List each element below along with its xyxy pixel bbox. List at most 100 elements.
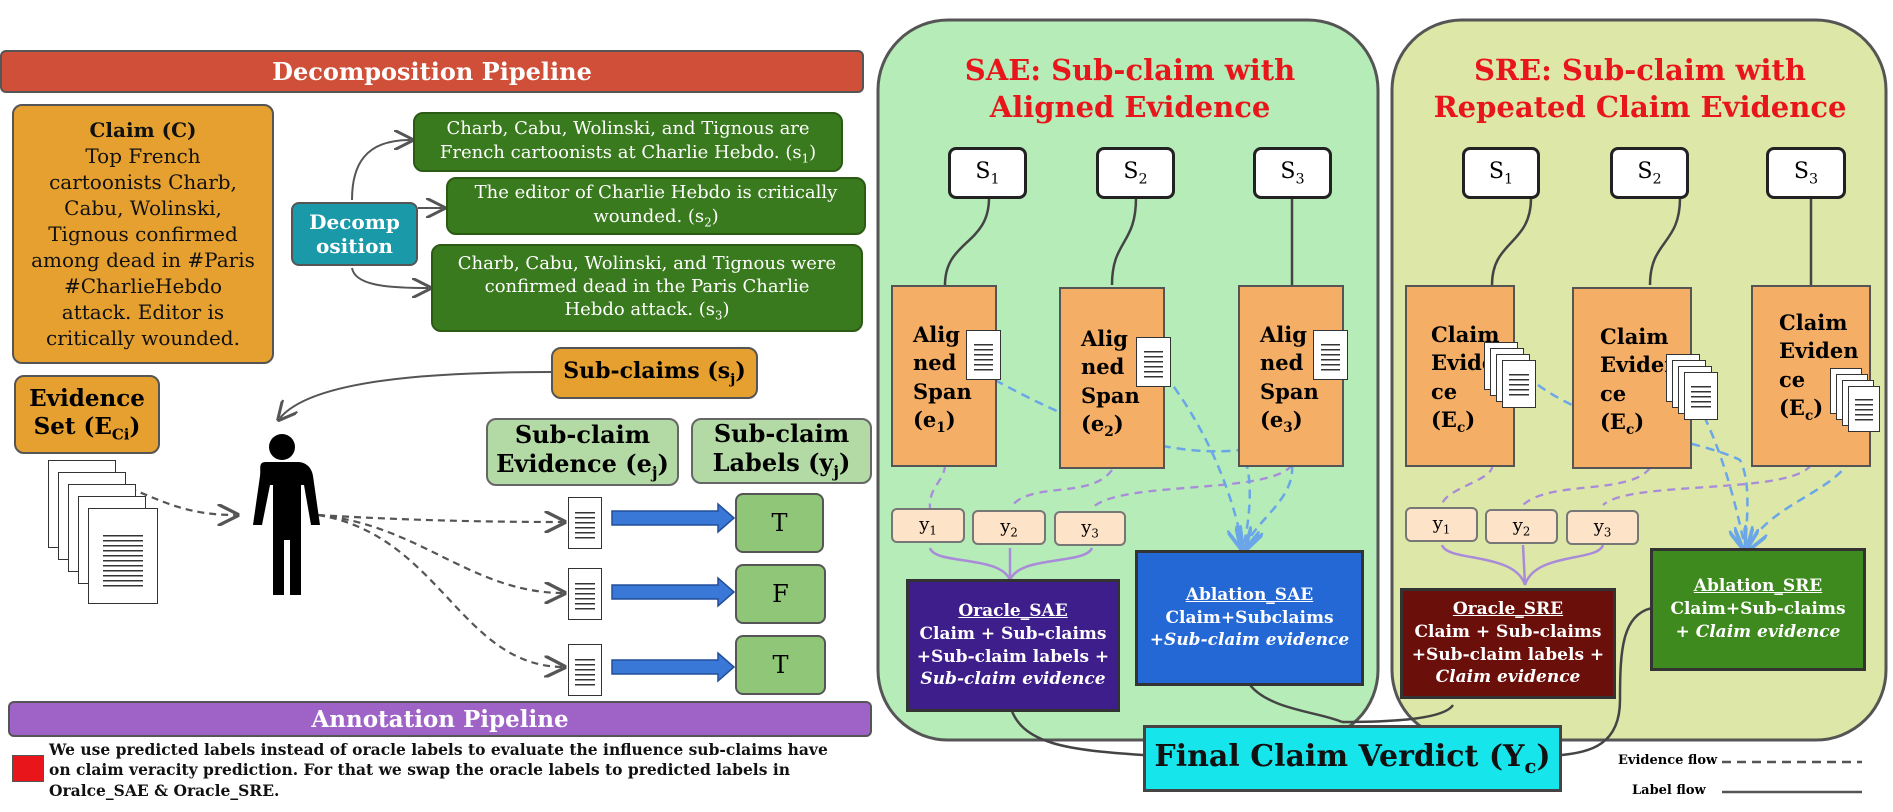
decomposition-box: Decomp osition: [291, 202, 418, 266]
sae-y3-sub: 3: [1091, 526, 1099, 541]
oracle-sae-box: Oracle_SAE Claim + Sub-claims +Sub-claim…: [906, 579, 1120, 712]
legend-label-flow: Label flow: [1632, 783, 1706, 798]
label-1-value: T: [771, 509, 788, 537]
oracle-sae-italic: Sub-claim evidence: [920, 669, 1106, 690]
sae-y1-box: y1: [891, 508, 965, 543]
decomposition-banner-text: Decomposition Pipeline: [272, 57, 592, 86]
subclaim-evidence-box: Sub-claim Evidence (ej): [486, 418, 679, 486]
oracle-sae-line2: +Sub-claim labels +: [916, 646, 1110, 667]
sre-y2-box: y2: [1485, 509, 1558, 544]
sre-s1-label: S: [1488, 158, 1504, 184]
oracle-sre-line2: +Sub-claim labels +: [1411, 644, 1605, 665]
subclaims-label: Sub-claims (s: [563, 358, 731, 385]
final-verdict-close: ): [1536, 739, 1551, 774]
note-red-marker: [12, 755, 44, 782]
sre-span-3-sub: c: [1804, 408, 1814, 425]
document-icon: [568, 497, 602, 549]
sre-doc-stack-2: [1666, 354, 1718, 426]
claim-title: Claim (C): [89, 118, 197, 142]
oracle-sre-title: Oracle_SRE: [1452, 598, 1564, 619]
claim-box: Claim (C) Top French cartoonists Charb, …: [12, 104, 274, 364]
sre-s3-sub: 3: [1808, 171, 1819, 188]
annotation-banner-text: Annotation Pipeline: [311, 705, 569, 733]
legend-evidence-flow: Evidence flow: [1618, 753, 1717, 768]
subclaim-1-text: Charb, Cabu, Wolinski, and Tignous are F…: [439, 118, 810, 163]
ablation-sre-title: Ablation_SRE: [1693, 576, 1823, 597]
sae-s3-label: S: [1280, 158, 1296, 184]
footnote: We use predicted labels instead of oracl…: [49, 740, 829, 801]
sre-s1-sub: 1: [1503, 171, 1514, 188]
sae-s2-label: S: [1123, 158, 1139, 184]
document-icon: [1502, 360, 1536, 408]
sae-title-line1: SAE: Sub-claim with: [964, 53, 1296, 87]
document-icon: [1313, 330, 1348, 380]
sae-s1-box: S1: [948, 147, 1027, 199]
document-icon: [1136, 337, 1171, 387]
ablation-sae-title: Ablation_SAE: [1185, 584, 1314, 605]
sre-y2-label: y: [1512, 514, 1523, 536]
subclaim-3-sub: 3: [715, 309, 723, 324]
subclaim-evidence-close: ): [657, 449, 669, 479]
sre-span-3-text: Claim Eviden ce (E: [1779, 310, 1859, 421]
sre-s2-sub: 2: [1652, 171, 1662, 188]
final-verdict-sub: c: [1524, 755, 1537, 778]
sae-s2-box: S2: [1096, 147, 1175, 199]
sre-title: SRE: Sub-claim with Repeated Claim Evide…: [1400, 52, 1880, 126]
subclaim-1-sub: 1: [801, 151, 810, 166]
sae-y3-box: y3: [1054, 511, 1126, 546]
subclaim-1-close: ): [809, 141, 817, 163]
final-verdict-label: Final Claim Verdict (Y: [1154, 739, 1525, 774]
decomposition-label: Decomp osition: [309, 210, 400, 258]
subclaims-label-sub: j: [730, 371, 736, 388]
sae-span-1-sub: 1: [936, 420, 946, 437]
legend-evidence-flow-text: Evidence flow: [1618, 753, 1718, 768]
sae-s3-sub: 3: [1295, 171, 1305, 188]
footnote-text: We use predicted labels instead of oracl…: [49, 740, 828, 800]
subclaim-labels-label: Sub-claim Labels (y: [712, 419, 850, 478]
sre-s2-box: S2: [1610, 147, 1689, 199]
document-icon: [1684, 372, 1718, 420]
sae-span-1-text: Alig ned Span (e: [913, 322, 972, 433]
sre-s3-box: S3: [1766, 147, 1846, 199]
legend-label-flow-text: Label flow: [1632, 783, 1706, 798]
label-box-3: T: [735, 635, 826, 695]
sae-y3-label: y: [1081, 516, 1092, 538]
subclaim-2-sub: 2: [704, 215, 712, 230]
ablation-sre-line: Claim+Sub-claims: [1670, 599, 1846, 620]
label-2-value: F: [772, 580, 789, 608]
sae-y1-sub: 1: [929, 523, 937, 538]
sre-doc-stack-3: [1830, 368, 1882, 440]
annotation-pipeline-banner: Annotation Pipeline: [8, 701, 872, 737]
sre-y2-sub: 2: [1522, 524, 1531, 539]
sae-y2-label: y: [1000, 515, 1011, 537]
document-icon: [568, 644, 602, 696]
evidence-set-box: Evidence Set (ECi): [14, 375, 160, 454]
subclaim-2-close: ): [711, 205, 719, 227]
sre-y1-label: y: [1432, 512, 1443, 534]
subclaim-box-1: Charb, Cabu, Wolinski, and Tignous are F…: [413, 112, 843, 172]
evidence-set-label: Evidence Set (E: [29, 384, 145, 440]
subclaim-labels-close: ): [839, 448, 851, 478]
sre-span-2-sub: c: [1625, 422, 1635, 439]
sae-s1-sub: 1: [990, 171, 1000, 188]
subclaim-labels-box: Sub-claim Labels (yj): [691, 418, 872, 484]
sre-doc-stack-1: [1484, 342, 1536, 414]
sae-s3-box: S3: [1253, 147, 1332, 199]
subclaim-3-close: ): [722, 299, 730, 321]
evidence-set-sub: Ci: [111, 425, 130, 444]
sae-s1-label: S: [975, 158, 991, 184]
subclaim-2-text: The editor of Charlie Hebdo is criticall…: [474, 182, 838, 227]
label-box-2: F: [735, 564, 826, 624]
ablation-sae-line: Claim+Subclaims: [1165, 607, 1334, 628]
subclaim-3-text: Charb, Cabu, Wolinski, and Tignous were …: [457, 252, 837, 321]
sre-title-line1: SRE: Sub-claim with: [1473, 53, 1806, 87]
sre-title-line2: Repeated Claim Evidence: [1433, 90, 1847, 125]
evidence-set-close: ): [129, 412, 141, 440]
sre-s1-box: S1: [1462, 147, 1540, 199]
ablation-sae-box: Ablation_SAE Claim+Subclaims +Sub-claim …: [1135, 550, 1364, 686]
sae-span-3-sub: 3: [1283, 420, 1293, 437]
sre-span-1-sub: c: [1456, 420, 1466, 437]
ablation-sre-italic: + Claim evidence: [1675, 621, 1841, 642]
subclaim-labels-sub: j: [833, 461, 840, 481]
sae-title: SAE: Sub-claim with Aligned Evidence: [895, 52, 1365, 126]
